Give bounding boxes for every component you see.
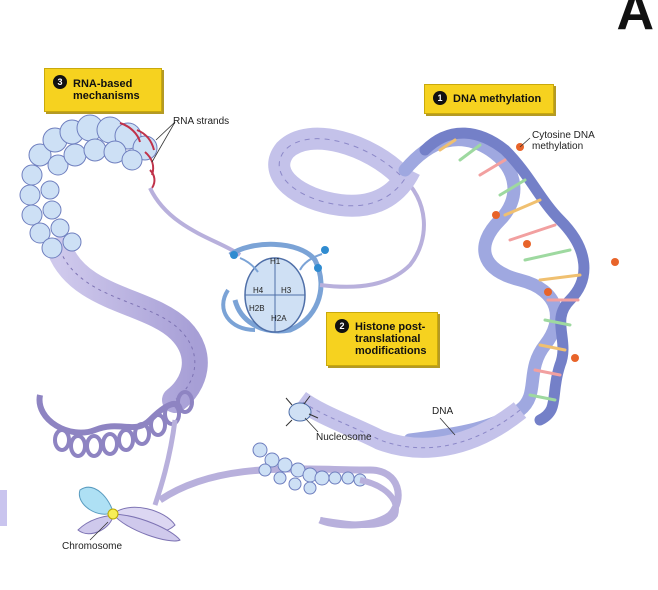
callout-number-2: 2 [335, 319, 349, 333]
dna-loop-ribbon [268, 127, 420, 217]
label-chromosome: Chromosome [62, 541, 123, 552]
callout-number-1: 1 [433, 91, 447, 105]
callout-text: Histone post- translational modification… [355, 321, 427, 357]
nucleosome-shape [285, 395, 319, 427]
histone-octamer [221, 241, 329, 334]
double-helix [398, 127, 619, 447]
histone-h4: H4 [253, 286, 264, 295]
label-rna-strands: RNA strands [173, 116, 230, 127]
panel-letter: A [616, 0, 654, 41]
callout-number-3: 3 [53, 75, 67, 89]
chromosome-shape [77, 487, 181, 542]
edge-tab [0, 490, 7, 526]
label-dna: DNA [432, 406, 454, 417]
callout-histone-modifications: 2 Histone post- translational modificati… [326, 312, 438, 366]
callout-text: DNA methylation [453, 93, 542, 105]
coiled-fiber [36, 390, 194, 458]
histone-h2b: H2B [249, 304, 265, 313]
callout-rna-mechanisms: 3 RNA-based mechanisms [44, 68, 162, 112]
bead-cluster [19, 114, 158, 259]
lower-bead-cluster [252, 442, 367, 495]
rna-strands-marks [119, 122, 156, 189]
histone-h2a: H2A [271, 314, 287, 323]
histone-h3: H3 [281, 286, 292, 295]
label-nucleosome: Nucleosome [316, 432, 372, 443]
callout-dna-methylation: 1 DNA methylation [424, 84, 554, 114]
callout-text: RNA-based mechanisms [73, 78, 140, 102]
histone-h1: H1 [270, 257, 281, 266]
label-cytosine-methylation: Cytosine DNA methylation [532, 130, 595, 152]
